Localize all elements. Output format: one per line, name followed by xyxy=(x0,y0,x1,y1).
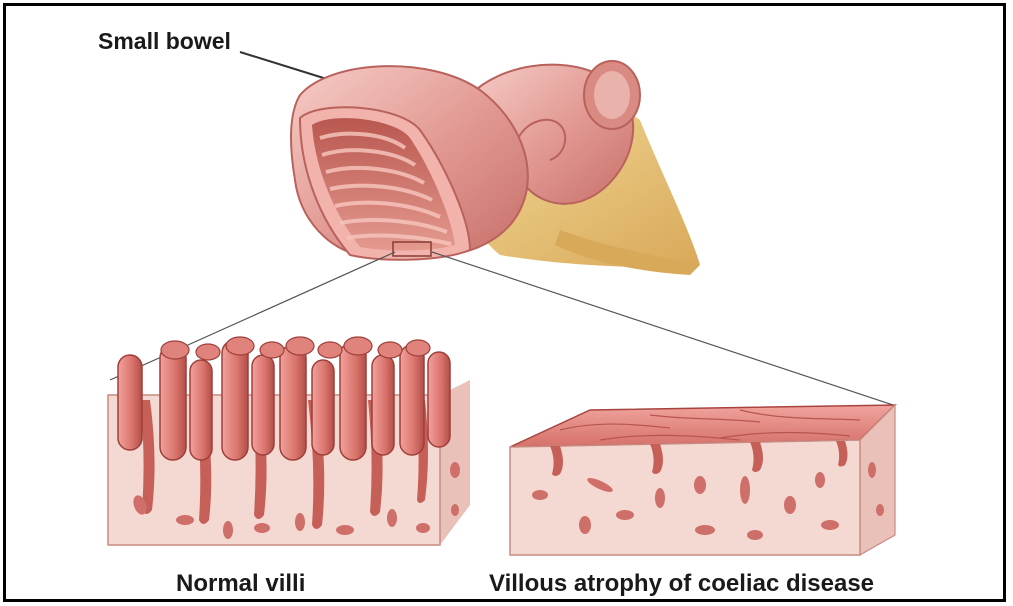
villous-atrophy-section xyxy=(510,405,895,555)
small-bowel-pointer xyxy=(240,52,330,80)
normal-villi-label: Normal villi xyxy=(176,570,305,598)
small-bowel-label: Small bowel xyxy=(98,28,231,55)
zoom-line-right xyxy=(432,252,893,405)
normal-villi-section xyxy=(108,337,470,545)
villous-atrophy-label: Villous atrophy of coeliac disease xyxy=(489,570,874,598)
